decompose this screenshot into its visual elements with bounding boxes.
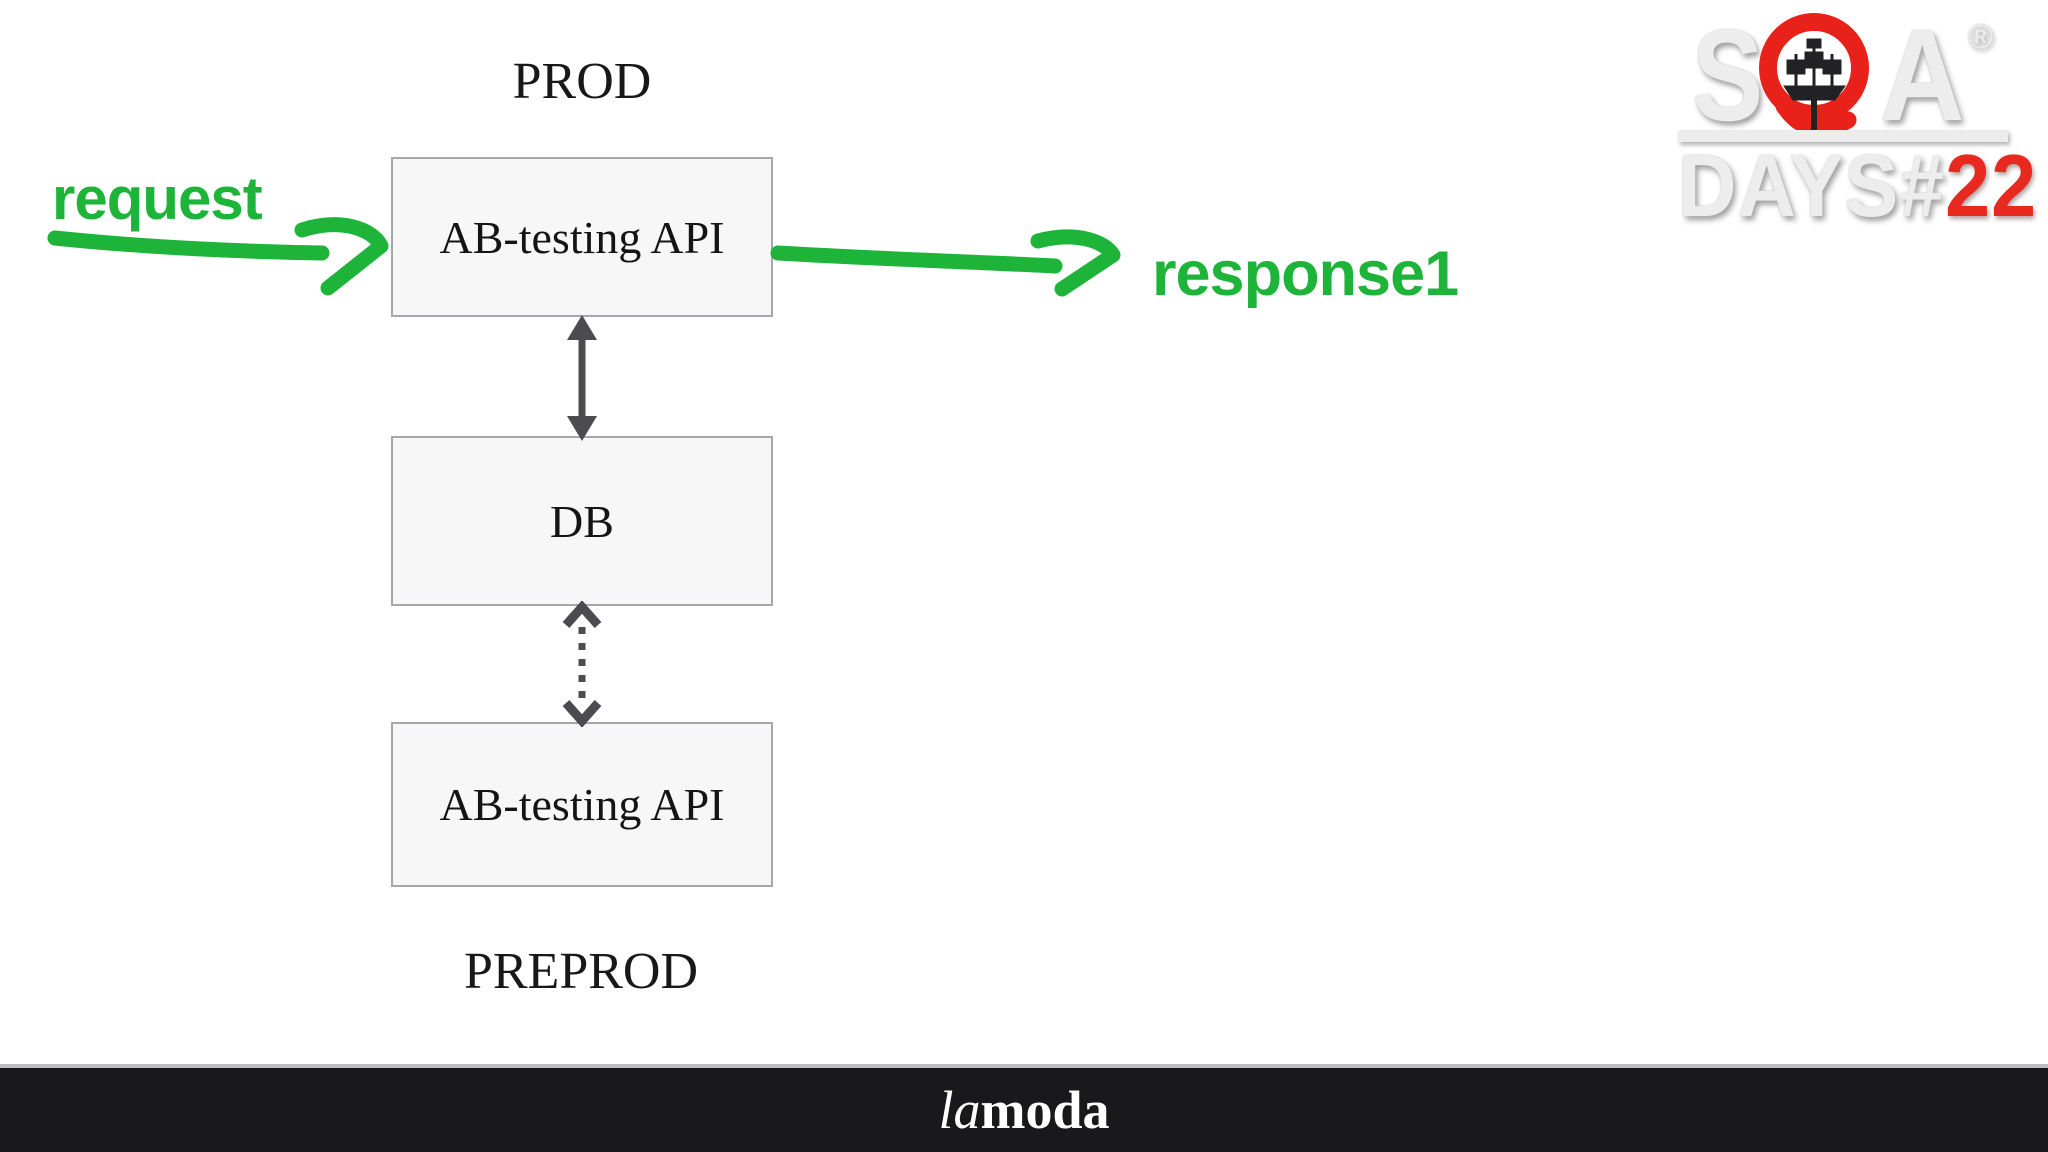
registered-trademark-icon: ® bbox=[1968, 18, 1994, 56]
lamoda-logo: lamoda bbox=[938, 1083, 1109, 1137]
response-label: response1 bbox=[1152, 239, 1459, 309]
logo-letter-q-ring bbox=[1759, 13, 1869, 137]
request-arrow-icon bbox=[47, 217, 389, 296]
request-label: request bbox=[52, 165, 263, 232]
sync-double-arrow-icon bbox=[567, 315, 597, 441]
logo-letter-a: A bbox=[1880, 2, 1965, 148]
node-label: DB bbox=[550, 495, 614, 547]
logo-days-text: DAYS# bbox=[1678, 136, 1946, 235]
node-ab-testing-api-prod: AB-testing API bbox=[391, 157, 773, 317]
logo-divider-bar bbox=[1678, 130, 2008, 142]
pirate-ship-icon bbox=[1783, 38, 1846, 130]
logo-number: 22 bbox=[1945, 136, 2038, 235]
response-arrow-icon bbox=[770, 229, 1121, 297]
logo-days-row: DAYS#22 bbox=[1678, 142, 2037, 230]
node-ab-testing-api-preprod: AB-testing API bbox=[391, 722, 773, 887]
sqa-days-logo: S A ® DAYS#22 bbox=[1668, 2, 2036, 230]
env-label-preprod: PREPROD bbox=[463, 943, 699, 1000]
replication-dotted-arrow-icon bbox=[562, 601, 602, 727]
lamoda-logo-prefix: la bbox=[938, 1080, 981, 1140]
node-label: AB-testing API bbox=[439, 211, 725, 263]
footer-bar: lamoda bbox=[0, 1068, 2048, 1152]
logo-letter-s: S bbox=[1692, 2, 1764, 148]
node-label: AB-testing API bbox=[439, 779, 725, 830]
lamoda-logo-suffix: moda bbox=[980, 1080, 1110, 1140]
footer-divider-line bbox=[0, 1064, 2048, 1068]
node-db: DB bbox=[391, 436, 773, 606]
env-label-prod: PROD bbox=[512, 53, 652, 110]
